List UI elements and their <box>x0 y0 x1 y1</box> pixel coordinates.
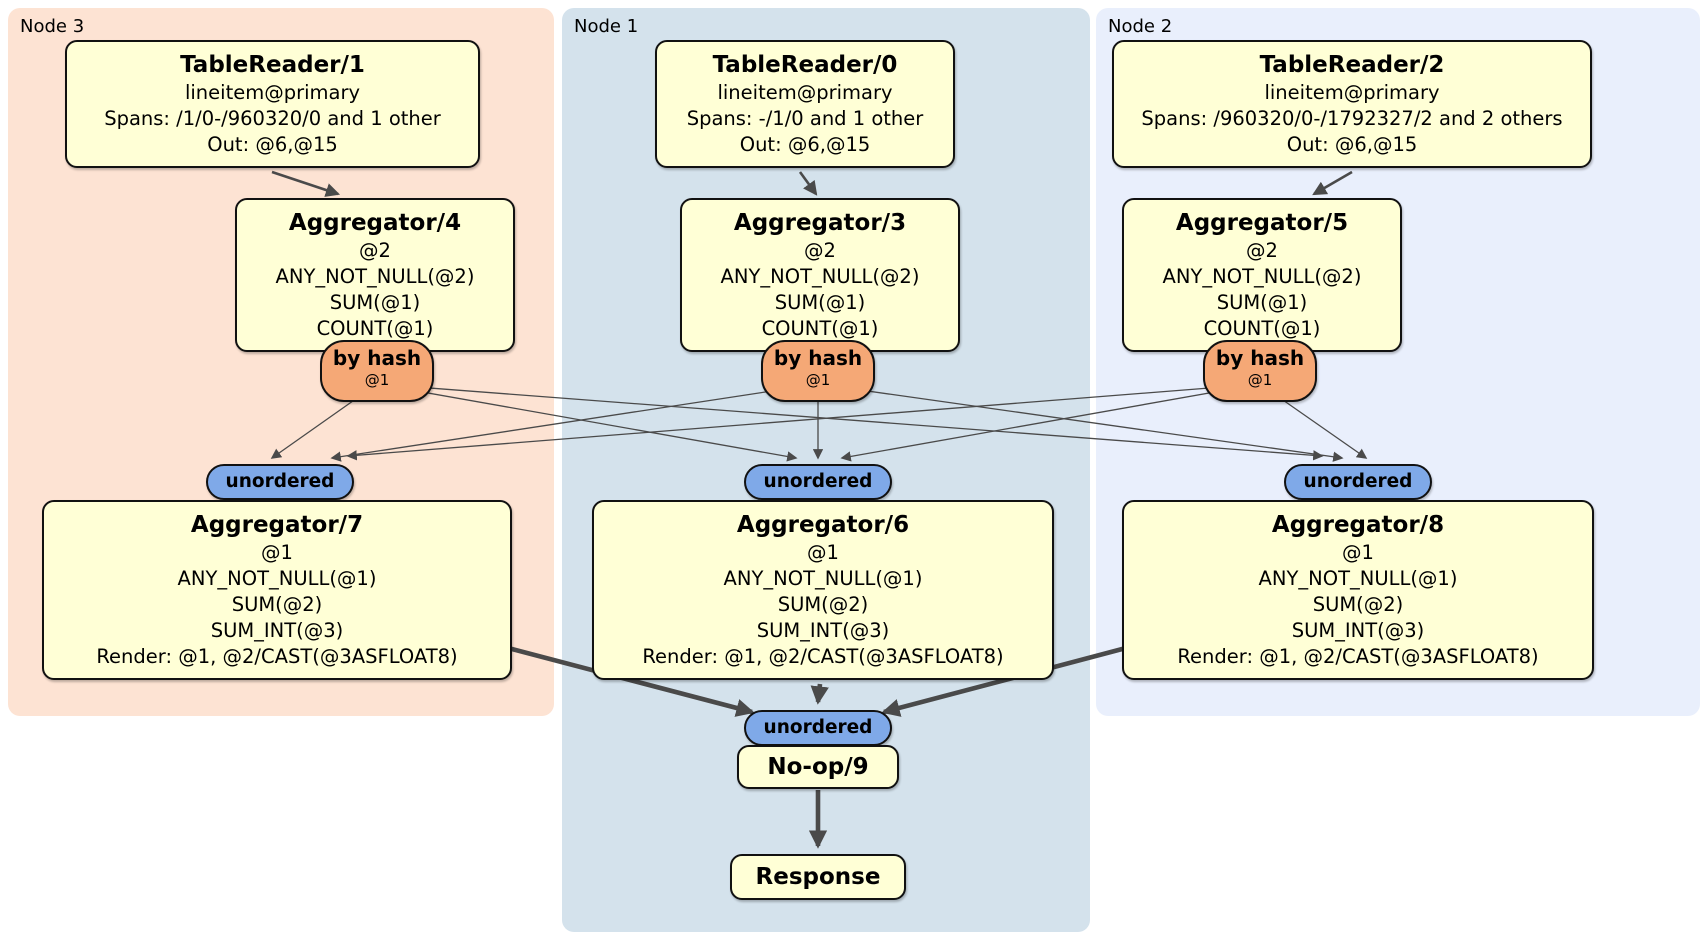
processor-line: COUNT(@1) <box>761 317 879 340</box>
router-group: @1 <box>1247 371 1273 389</box>
processor-title: Aggregator/5 <box>1175 210 1349 236</box>
processor-title: Response <box>755 864 881 890</box>
tablereader-2-box: TableReader/2 lineitem@primary Spans: /9… <box>1112 40 1592 168</box>
unordered-stream-oval-sink: unordered <box>744 710 892 746</box>
processor-line: SUM(@1) <box>1216 291 1308 314</box>
processor-title: Aggregator/4 <box>288 210 462 236</box>
router-label: by hash <box>1215 346 1305 370</box>
processor-line: ANY_NOT_NULL(@2) <box>1162 265 1362 288</box>
processor-line: Out: @6,@15 <box>1286 133 1418 156</box>
processor-line: Render: @1, @2/CAST(@3ASFLOAT8) <box>1177 645 1539 668</box>
router-group: @1 <box>364 371 390 389</box>
stream-label: unordered <box>763 471 873 492</box>
processor-line: SUM(@1) <box>774 291 866 314</box>
processor-line: @2 <box>359 239 391 262</box>
router-label: by hash <box>773 346 863 370</box>
processor-line: COUNT(@1) <box>316 317 434 340</box>
processor-line: SUM(@1) <box>329 291 421 314</box>
processor-title: TableReader/2 <box>1259 52 1445 78</box>
processor-line: SUM_INT(@3) <box>210 619 344 642</box>
aggregator-7-box: Aggregator/7 @1 ANY_NOT_NULL(@1) SUM(@2)… <box>42 500 512 680</box>
processor-line: lineitem@primary <box>184 81 361 104</box>
processor-line: @2 <box>1246 239 1278 262</box>
processor-title: No-op/9 <box>767 754 869 780</box>
processor-title: Aggregator/7 <box>190 512 364 538</box>
region-label-node-3: Node 3 <box>20 16 85 37</box>
processor-line: @2 <box>804 239 836 262</box>
processor-title: Aggregator/8 <box>1271 512 1445 538</box>
processor-line: lineitem@primary <box>717 81 893 104</box>
aggregator-4-box: Aggregator/4 @2 ANY_NOT_NULL(@2) SUM(@1)… <box>235 198 515 352</box>
processor-line: SUM(@2) <box>1312 593 1404 616</box>
processor-line: Out: @6,@15 <box>739 133 871 156</box>
processor-title: Aggregator/3 <box>733 210 907 236</box>
processor-line: @1 <box>1342 541 1374 564</box>
processor-line: Render: @1, @2/CAST(@3ASFLOAT8) <box>96 645 458 668</box>
processor-line: lineitem@primary <box>1264 81 1440 104</box>
aggregator-5-box: Aggregator/5 @2 ANY_NOT_NULL(@2) SUM(@1)… <box>1122 198 1402 352</box>
router-label: by hash <box>332 346 422 370</box>
stream-label: unordered <box>763 717 873 738</box>
processor-line: @1 <box>807 541 839 564</box>
processor-line: SUM(@2) <box>777 593 869 616</box>
response-box: Response <box>730 854 906 900</box>
unordered-stream-oval-node3: unordered <box>206 464 354 500</box>
no-op-9-box: No-op/9 <box>737 745 899 789</box>
aggregator-8-box: Aggregator/8 @1 ANY_NOT_NULL(@1) SUM(@2)… <box>1122 500 1594 680</box>
stream-label: unordered <box>1303 471 1413 492</box>
processor-line: Spans: /1/0-/960320/0 and 1 other <box>104 107 441 130</box>
processor-line: SUM(@2) <box>231 593 323 616</box>
processor-line: ANY_NOT_NULL(@1) <box>1258 567 1458 590</box>
processor-line: ANY_NOT_NULL(@2) <box>720 265 920 288</box>
region-label-node-2: Node 2 <box>1108 16 1173 37</box>
by-hash-router-oval-node3: by hash @1 <box>320 340 434 402</box>
aggregator-3-box: Aggregator/3 @2 ANY_NOT_NULL(@2) SUM(@1)… <box>680 198 960 352</box>
by-hash-router-oval-node2: by hash @1 <box>1203 340 1317 402</box>
processor-title: Aggregator/6 <box>736 512 910 538</box>
processor-line: Spans: -/1/0 and 1 other <box>686 107 924 130</box>
tablereader-0-box: TableReader/0 lineitem@primary Spans: -/… <box>655 40 955 168</box>
by-hash-router-oval-node1: by hash @1 <box>761 340 875 402</box>
unordered-stream-oval-node1: unordered <box>744 464 892 500</box>
aggregator-6-box: Aggregator/6 @1 ANY_NOT_NULL(@1) SUM(@2)… <box>592 500 1054 680</box>
processor-line: Out: @6,@15 <box>207 133 338 156</box>
router-group: @1 <box>805 371 831 389</box>
processor-line: SUM_INT(@3) <box>1291 619 1425 642</box>
processor-line: Spans: /960320/0-/1792327/2 and 2 others <box>1141 107 1563 130</box>
processor-line: ANY_NOT_NULL(@2) <box>275 265 475 288</box>
region-label-node-1: Node 1 <box>574 16 639 37</box>
unordered-stream-oval-node2: unordered <box>1284 464 1432 500</box>
processor-line: COUNT(@1) <box>1203 317 1321 340</box>
processor-line: ANY_NOT_NULL(@1) <box>723 567 923 590</box>
processor-line: ANY_NOT_NULL(@1) <box>177 567 377 590</box>
processor-title: TableReader/0 <box>712 52 898 78</box>
processor-line: Render: @1, @2/CAST(@3ASFLOAT8) <box>642 645 1004 668</box>
processor-line: @1 <box>261 541 293 564</box>
processor-title: TableReader/1 <box>180 52 365 78</box>
tablereader-1-box: TableReader/1 lineitem@primary Spans: /1… <box>65 40 480 168</box>
stream-label: unordered <box>225 471 335 492</box>
processor-line: SUM_INT(@3) <box>756 619 890 642</box>
